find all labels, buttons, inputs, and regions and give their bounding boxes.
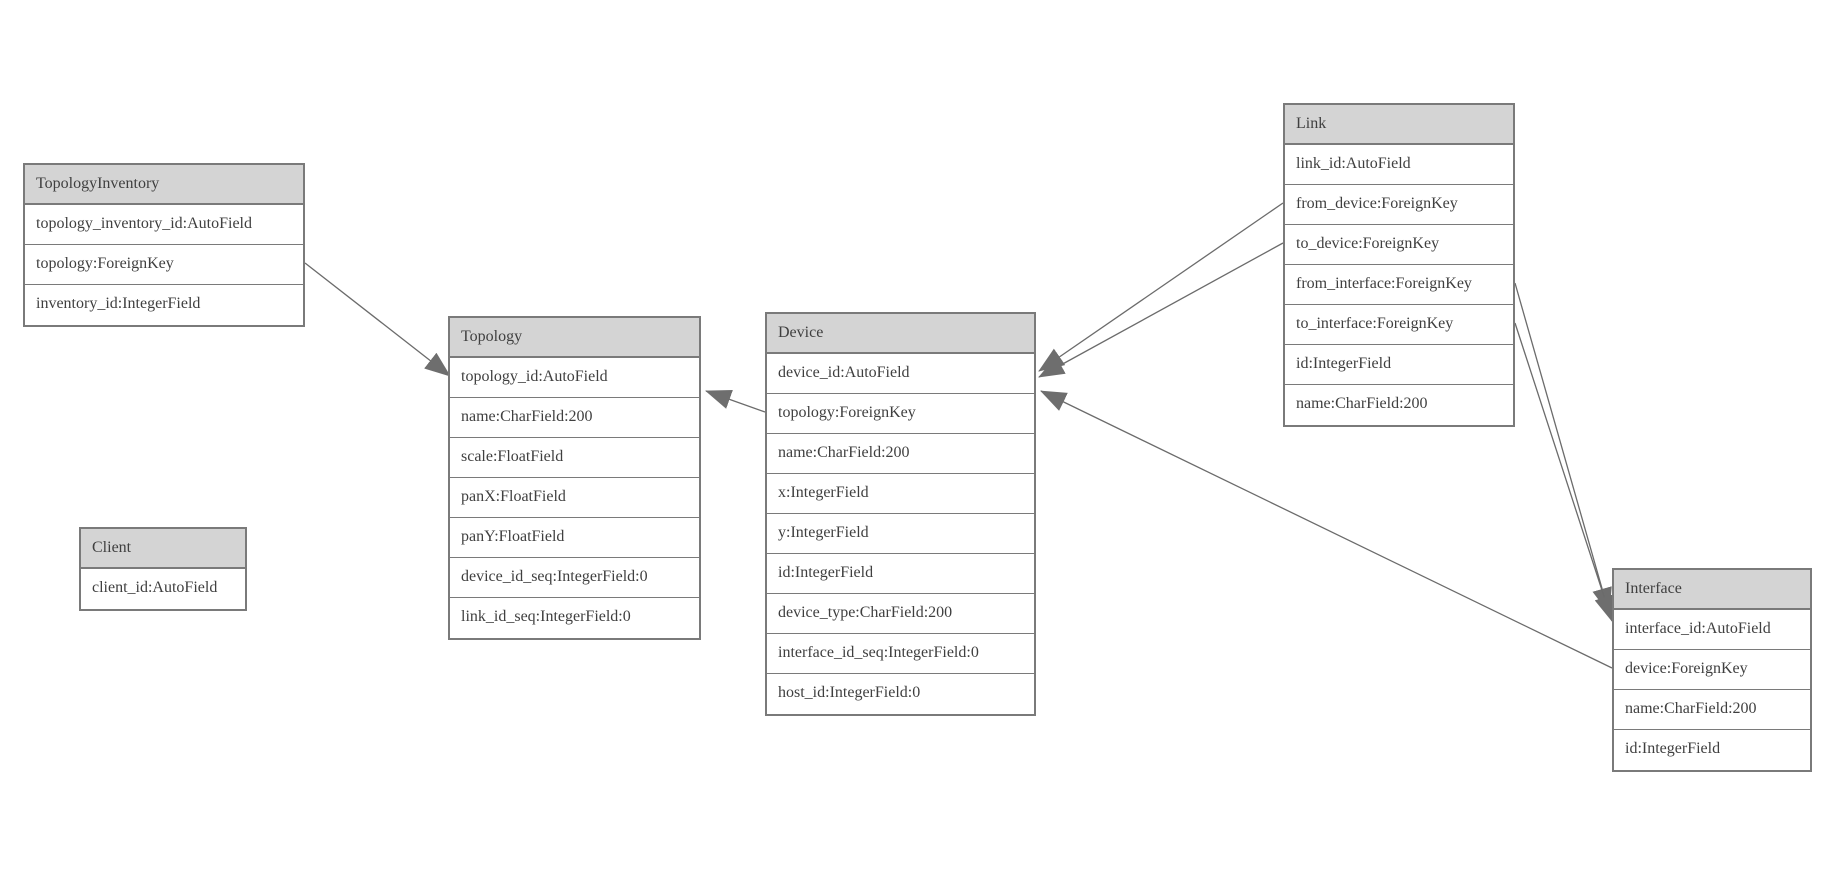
entity-title-topology-inventory: TopologyInventory [25,165,303,205]
relation-link-from_device-to-device [1038,202,1284,372]
relation-link-to_device-to-device [1038,242,1284,378]
entity-field-row: id:IntegerField [1285,345,1513,385]
entity-field-row: topology_id:AutoField [450,358,699,398]
entity-field-row: link_id_seq:IntegerField:0 [450,598,699,638]
entity-field-row: topology:ForeignKey [767,394,1034,434]
entity-field-row: from_device:ForeignKey [1285,185,1513,225]
entity-field-row: to_interface:ForeignKey [1285,305,1513,345]
relation-link-to_interface-to-interface [1514,322,1614,622]
entity-title-device: Device [767,314,1034,354]
entity-field-row: panX:FloatField [450,478,699,518]
entity-field-row: interface_id_seq:IntegerField:0 [767,634,1034,674]
entity-field-row: panY:FloatField [450,518,699,558]
entity-field-row: name:CharField:200 [1285,385,1513,425]
entity-field-row: topology_inventory_id:AutoField [25,205,303,245]
entity-title-link: Link [1285,105,1513,145]
relation-interface-device-to-device [1040,390,1613,669]
entity-field-row: inventory_id:IntegerField [25,285,303,325]
entity-field-row: host_id:IntegerField:0 [767,674,1034,714]
entity-field-row: id:IntegerField [1614,730,1810,770]
entity-field-row: id:IntegerField [767,554,1034,594]
entity-field-row: device:ForeignKey [1614,650,1810,690]
entity-field-row: device_id_seq:IntegerField:0 [450,558,699,598]
entity-field-row: to_device:ForeignKey [1285,225,1513,265]
entity-field-row: topology:ForeignKey [25,245,303,285]
entity-title-client: Client [81,529,245,569]
entity-title-interface: Interface [1614,570,1810,610]
entity-field-row: device_id:AutoField [767,354,1034,394]
entity-field-row: x:IntegerField [767,474,1034,514]
entity-field-row: name:CharField:200 [450,398,699,438]
entity-title-topology: Topology [450,318,699,358]
entity-field-row: device_type:CharField:200 [767,594,1034,634]
entity-field-row: y:IntegerField [767,514,1034,554]
entity-field-row: scale:FloatField [450,438,699,478]
relation-device-topology-to-topology [705,389,766,413]
entity-field-row: client_id:AutoField [81,569,245,609]
relation-link-from_interface-to-interface [1514,282,1612,614]
entity-field-row: interface_id:AutoField [1614,610,1810,650]
relation-topologyinventory-topology-to-topology [304,262,451,377]
entity-field-row: name:CharField:200 [1614,690,1810,730]
entity-field-row: name:CharField:200 [767,434,1034,474]
entity-field-row: link_id:AutoField [1285,145,1513,185]
entity-field-row: from_interface:ForeignKey [1285,265,1513,305]
